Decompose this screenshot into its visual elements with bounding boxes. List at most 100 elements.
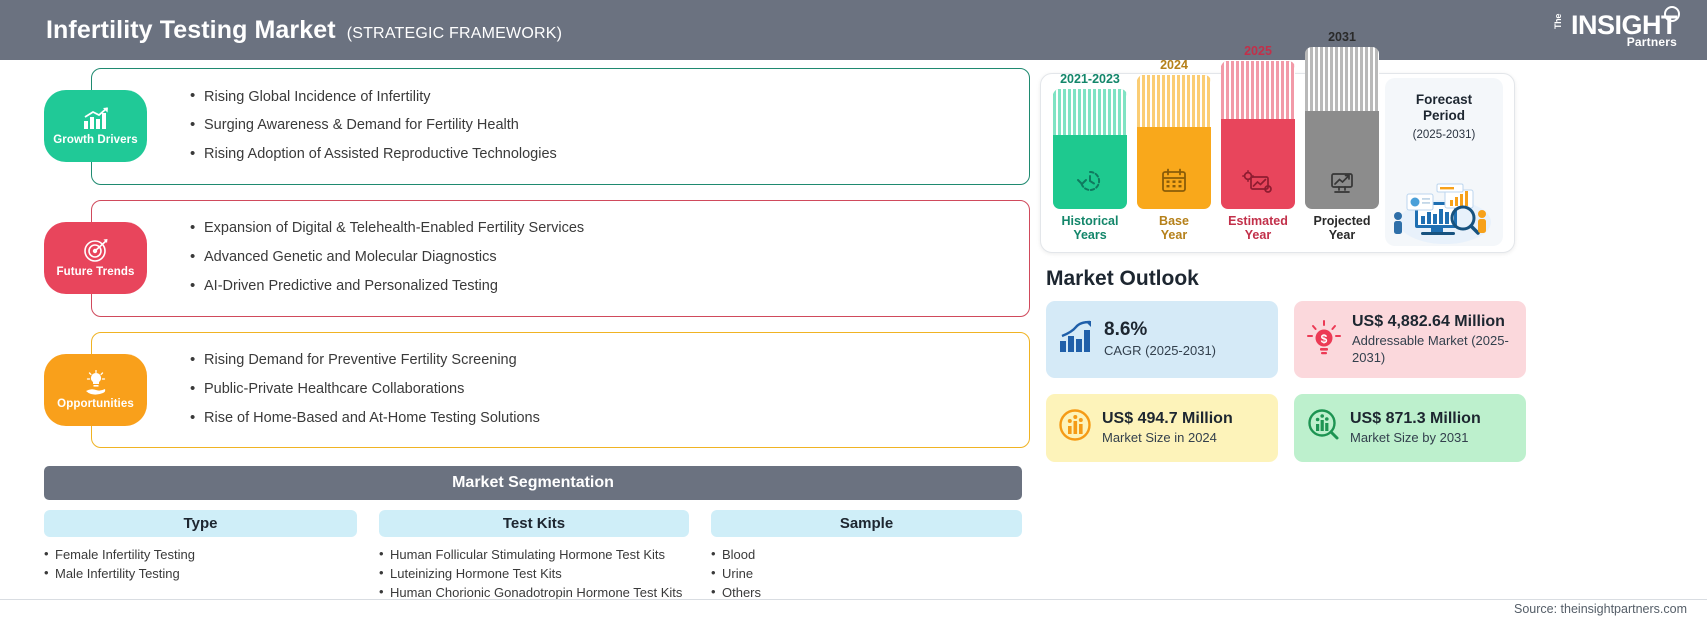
future-trends-box: Expansion of Digital & Telehealth-Enable… xyxy=(91,199,1030,317)
kpi-card-addressable-market[interactable]: $ US$ 4,882.64 Million Addressable Marke… xyxy=(1294,301,1526,378)
segmentation-header-label: Test Kits xyxy=(502,515,566,533)
source-label: Source: theinsightpartners.com xyxy=(1513,602,1687,616)
growth-drivers-box: Rising Global Incidence of Infertility S… xyxy=(91,68,1030,185)
timeline-bar-estimated: 2025 Estimated Year xyxy=(1221,44,1295,242)
list-item: Rising Global Incidence of Infertility xyxy=(190,83,1011,112)
badge-future-trends[interactable]: Future Trends xyxy=(44,222,147,295)
bar-label-line2: Year xyxy=(1328,228,1356,242)
kpi-card-cagr[interactable]: 8.6% CAGR (2025-2031) xyxy=(1046,301,1278,378)
list-item: Luteinizing Hormone Test Kits xyxy=(379,564,689,584)
bar-shape xyxy=(1053,89,1127,209)
badge-label: Future Trends xyxy=(56,266,135,279)
timeline-card: 2021-2023 Historical Years xyxy=(1040,30,1515,253)
segmentation-column-sample: Sample Blood Urine Others xyxy=(711,510,1022,603)
bar-stripe-top xyxy=(1305,47,1379,111)
badge-growth-drivers[interactable]: Growth Drivers xyxy=(44,90,147,163)
bar-year-label: 2021-2023 xyxy=(1060,72,1120,86)
kpi-sublabel: Market Size in 2024 xyxy=(1102,429,1217,445)
bar-stripe-top xyxy=(1137,75,1211,127)
badge-opportunities[interactable]: Opportunities xyxy=(44,354,147,427)
kpi-sublabel: Market Size by 2031 xyxy=(1350,429,1469,445)
bar-year-label: 2031 xyxy=(1328,30,1356,44)
market-outlook-title: Market Outlook xyxy=(1046,267,1199,290)
section-opportunities: Rising Demand for Preventive Fertility S… xyxy=(44,331,1030,449)
bar-label-line2: Years xyxy=(1073,228,1107,242)
list-item: Rising Demand for Preventive Fertility S… xyxy=(190,347,1011,376)
timeline-bar-historical: 2021-2023 Historical Years xyxy=(1053,72,1127,242)
forecast-period-box: Forecast Period (2025-2031) xyxy=(1385,78,1503,246)
lightbulb-dollar-icon: $ xyxy=(1306,319,1342,360)
kpi-sublabel: Addressable Market (2025-2031) xyxy=(1352,333,1509,365)
bar-stripe-top xyxy=(1221,61,1295,119)
bar-year-label: 2024 xyxy=(1160,58,1188,72)
footer-divider xyxy=(0,599,1707,600)
list-item: Advanced Genetic and Molecular Diagnosti… xyxy=(190,244,1011,273)
forecast-title-line1: Forecast xyxy=(1415,92,1473,107)
segmentation-column-test-kits: Test Kits Human Follicular Stimulating H… xyxy=(379,510,689,603)
section-growth-drivers: Rising Global Incidence of Infertility S… xyxy=(44,68,1030,185)
bar-shape xyxy=(1221,61,1295,209)
timeline-bars: 2021-2023 Historical Years xyxy=(1053,30,1379,252)
bar-label-line2: Year xyxy=(1160,228,1188,242)
list-item: Male Infertility Testing xyxy=(44,564,357,584)
kpi-sublabel: CAGR (2025-2031) xyxy=(1104,343,1216,359)
segmentation-list: Female Infertility Testing Male Infertil… xyxy=(44,545,357,584)
opportunities-list: Rising Demand for Preventive Fertility S… xyxy=(190,347,1011,434)
right-column: 2021-2023 Historical Years xyxy=(1040,30,1707,462)
monitor-growth-icon xyxy=(1326,169,1358,200)
bar-stripe-top xyxy=(1053,89,1127,135)
page-header: Infertility Testing Market (STRATEGIC FR… xyxy=(0,0,1707,60)
list-item: Rise of Home-Based and At-Home Testing S… xyxy=(190,405,1011,434)
logo-insight-text: INSIGHT xyxy=(1570,10,1678,40)
left-column: Rising Global Incidence of Infertility S… xyxy=(0,60,1030,603)
kpi-value: US$ 871.3 Million xyxy=(1350,409,1481,427)
kpi-value: US$ 4,882.64 Million xyxy=(1352,313,1505,330)
list-item: Rising Adoption of Assisted Reproductive… xyxy=(190,141,1011,170)
svg-text:$: $ xyxy=(1321,332,1328,346)
logo-the-text: The xyxy=(1553,13,1564,30)
kpi-value: US$ 494.7 Million xyxy=(1102,409,1233,427)
segmentation-list: Blood Urine Others xyxy=(711,545,1022,603)
logo-partners-text: Partners xyxy=(1626,35,1677,49)
segmentation-header-label: Type xyxy=(183,515,218,533)
timeline-bar-projected: 2031 Projected Year xyxy=(1305,30,1379,242)
growth-drivers-list: Rising Global Incidence of Infertility S… xyxy=(190,83,1011,170)
kpi-grid: 8.6% CAGR (2025-2031) $ US$ 4,882.64 xyxy=(1046,301,1707,462)
segmentation-columns: Type Female Infertility Testing Male Inf… xyxy=(44,510,1022,603)
analytics-people-illustration xyxy=(1385,174,1503,246)
badge-label: Opportunities xyxy=(57,398,134,411)
list-item: AI-Driven Predictive and Personalized Te… xyxy=(190,273,1011,302)
target-dartboard-icon xyxy=(81,238,111,264)
bar-label-line1: Historical xyxy=(1061,214,1119,228)
bar-label-line1: Projected xyxy=(1313,214,1371,228)
segmentation-header-label: Sample xyxy=(839,515,894,533)
list-item: Surging Awareness & Demand for Fertility… xyxy=(190,112,1011,141)
kpi-card-market-size-2031[interactable]: US$ 871.3 Million Market Size by 2031 xyxy=(1294,393,1526,462)
future-trends-list: Expansion of Digital & Telehealth-Enable… xyxy=(190,215,1011,302)
magnifier-chart-icon xyxy=(1306,408,1340,447)
kpi-card-market-size-2024[interactable]: US$ 494.7 Million Market Size in 2024 xyxy=(1046,393,1278,462)
bar-chart-arrow-icon xyxy=(81,106,111,132)
market-segmentation-bar: Market Segmentation xyxy=(44,466,1022,501)
list-item: Expansion of Digital & Telehealth-Enable… xyxy=(190,215,1011,244)
bar-shape xyxy=(1137,75,1211,209)
segmentation-list: Human Follicular Stimulating Hormone Tes… xyxy=(379,545,689,603)
lightbulb-hand-icon xyxy=(81,369,111,396)
segmentation-header: Test Kits xyxy=(379,510,689,538)
forecast-title-line2: Period xyxy=(1422,108,1465,124)
segmentation-header: Type xyxy=(44,510,357,538)
list-item: Public-Private Healthcare Collaborations xyxy=(190,376,1011,405)
kpi-value: 8.6% xyxy=(1104,319,1148,341)
badge-label: Growth Drivers xyxy=(53,134,138,147)
bar-year-label: 2025 xyxy=(1244,44,1272,58)
list-item: Blood xyxy=(711,545,1022,565)
bar-label-line1: Estimated xyxy=(1228,214,1288,228)
bar-shape xyxy=(1305,47,1379,209)
list-item: Female Infertility Testing xyxy=(44,545,357,565)
bar-label-line1: Base xyxy=(1159,214,1189,228)
list-item: Human Chorionic Gonadotropin Hormone Tes… xyxy=(379,583,689,603)
bar-label-line2: Year xyxy=(1244,228,1272,242)
logo-text: The INSIGHT Partners xyxy=(1553,6,1680,49)
list-item: Others xyxy=(711,583,1022,603)
insight-partners-logo: The INSIGHT Partners xyxy=(1553,6,1707,49)
